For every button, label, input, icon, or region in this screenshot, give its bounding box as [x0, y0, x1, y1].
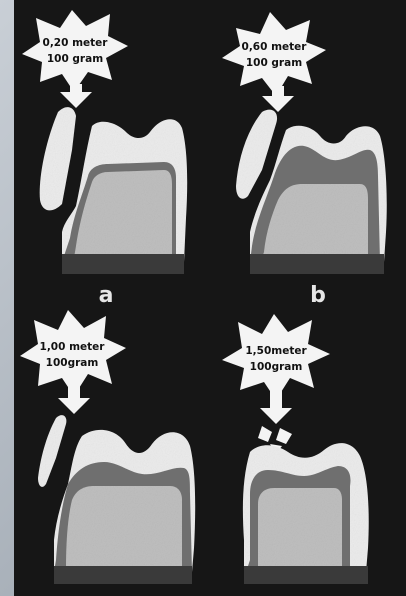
mass-label-b: 100 gram — [246, 57, 302, 69]
impact-burst-d — [222, 314, 330, 400]
arrow-c — [58, 386, 90, 414]
fractured-enamel-fragment-c — [38, 415, 66, 487]
root-band-d — [244, 566, 368, 584]
arrow-a — [60, 84, 92, 108]
impact-burst-a — [22, 10, 128, 92]
mass-label-d: 100gram — [250, 361, 303, 373]
pulp-c — [66, 486, 182, 568]
panel-letter-a: a — [99, 283, 114, 308]
arrow-d — [260, 390, 292, 424]
pulp-d — [258, 488, 342, 566]
impact-burst-b — [222, 12, 326, 96]
arrow-b — [262, 86, 294, 112]
height-label-d: 1,50meter — [245, 345, 307, 357]
root-band-a — [62, 254, 184, 274]
tooth-fracture-diagram: 0,20 meter 100 gram a 0,60 meter 100 gra… — [14, 0, 406, 596]
panel-b: 0,60 meter 100 gram b — [222, 12, 387, 308]
panel-c: 1,00 meter 100gram — [20, 310, 195, 584]
root-band-b — [250, 254, 384, 274]
root-band-c — [54, 566, 192, 584]
height-label-c: 1,00 meter — [40, 341, 106, 353]
impact-burst-c — [20, 310, 126, 396]
mass-label-c: 100gram — [46, 357, 99, 369]
height-label-a: 0,20 meter — [43, 37, 109, 49]
panel-d: 1,50meter 100gram — [222, 314, 369, 584]
height-label-b: 0,60 meter — [242, 41, 308, 53]
fractured-enamel-fragment-a — [40, 107, 76, 210]
mass-label-a: 100 gram — [47, 53, 103, 65]
panel-letter-b: b — [310, 283, 326, 308]
diagram-panel: 0,20 meter 100 gram a 0,60 meter 100 gra… — [14, 0, 406, 596]
panel-a: 0,20 meter 100 gram a — [22, 10, 187, 308]
